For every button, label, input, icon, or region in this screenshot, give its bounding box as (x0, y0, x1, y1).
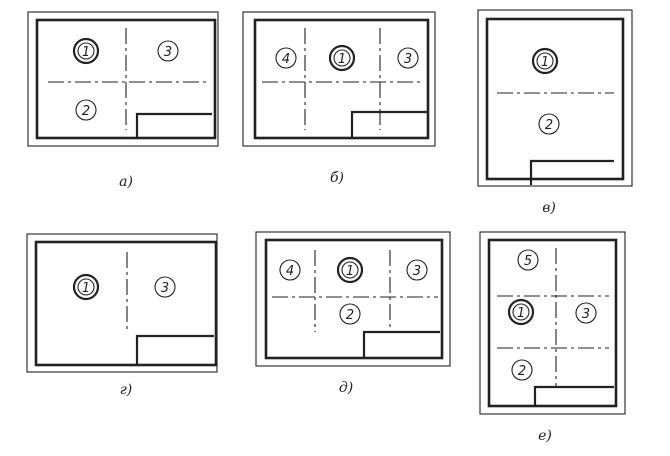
zone-ring-outer (336, 256, 364, 284)
sheet-outer-border (27, 11, 219, 147)
panel-d: 4 1 3 2 д) (255, 231, 451, 396)
zone-ring-inner (77, 278, 95, 296)
zone-ring (154, 276, 176, 298)
panel-v: 1 2 в) (477, 9, 633, 216)
panel-e: 5 1 3 2 е) (479, 231, 626, 444)
zone-number: 2 (82, 104, 90, 119)
sheet-outer-border (477, 9, 633, 187)
zone-number: 5 (524, 254, 532, 269)
zone-ring-outer (72, 273, 100, 301)
zone-marker: 4 (279, 259, 301, 281)
zone-number: 1 (517, 306, 525, 321)
zone-ring-inner (512, 303, 530, 321)
zone-number: 4 (286, 264, 294, 279)
zone-number: 1 (338, 52, 346, 67)
zone-ring-outer (531, 47, 559, 75)
sheet-outer-border (242, 11, 436, 147)
zone-marker: 3 (157, 40, 179, 62)
zone-ring (517, 249, 539, 271)
sheet-frame (487, 238, 618, 408)
zone-ring-outer (328, 44, 356, 72)
zone-number: 4 (282, 52, 290, 67)
panel-caption: а) (119, 174, 133, 190)
zone-marker: 3 (406, 259, 428, 281)
zone-number: 1 (82, 45, 90, 60)
zone-marker: 2 (339, 303, 361, 325)
panel-g: 1 3 г) (26, 233, 218, 398)
zone-marker: 3 (575, 302, 597, 324)
title-block (533, 385, 614, 405)
zone-marker: 2 (538, 113, 560, 135)
zone-number: 3 (413, 264, 421, 279)
panel-caption: г) (120, 382, 133, 398)
primary-zone-marker: 1 (336, 256, 364, 284)
zone-number: 3 (582, 307, 590, 322)
panels-layer: 1 3 2 а) 4 1 3 б) 1 2 в) 1 3 г) 4 1 3 2 д) 5 1 3 2 е) (26, 9, 633, 444)
zone-ring (511, 359, 533, 381)
zone-marker: 2 (511, 359, 533, 381)
primary-zone-marker: 1 (328, 44, 356, 72)
zone-number: 2 (545, 118, 553, 133)
zone-number: 2 (518, 364, 526, 379)
zone-number: 1 (541, 55, 549, 70)
zone-number: 1 (82, 281, 90, 296)
zone-marker: 3 (397, 47, 419, 69)
sheet-frame (34, 240, 218, 367)
zone-ring (279, 259, 301, 281)
zone-number: 2 (346, 308, 354, 323)
sheet-frame (253, 18, 430, 140)
panel-caption: д) (339, 380, 353, 396)
title-block (362, 330, 440, 357)
panel-caption: в) (542, 200, 556, 216)
title-block (135, 334, 214, 364)
zone-number: 3 (404, 52, 412, 67)
zone-ring (75, 99, 97, 121)
title-block (529, 159, 614, 185)
sheet-outer-border (255, 231, 451, 367)
zone-marker: 2 (75, 99, 97, 121)
zone-ring (157, 40, 179, 62)
title-block (350, 110, 427, 138)
zone-ring-inner (341, 261, 359, 279)
sheet-frame (35, 18, 217, 140)
panel-caption: е) (538, 428, 552, 444)
zone-ring-inner (77, 42, 95, 60)
zone-ring-outer (507, 298, 535, 326)
zone-number: 3 (164, 45, 172, 60)
zone-ring (406, 259, 428, 281)
zone-ring-inner (536, 52, 554, 70)
primary-zone-marker: 1 (531, 47, 559, 75)
zone-ring-inner (333, 49, 351, 67)
sheet-outer-border (479, 231, 626, 415)
sheet-frame (485, 17, 625, 181)
primary-zone-marker: 1 (72, 273, 100, 301)
zone-ring-outer (72, 37, 100, 65)
primary-zone-marker: 1 (507, 298, 535, 326)
zone-ring (339, 303, 361, 325)
sheet-outer-border (26, 233, 218, 373)
zone-number: 1 (346, 264, 354, 279)
primary-zone-marker: 1 (72, 37, 100, 65)
zone-marker: 4 (275, 47, 297, 69)
zone-ring (397, 47, 419, 69)
title-block (135, 112, 212, 138)
sheet-frame (264, 238, 444, 360)
panel-b: 4 1 3 б) (242, 11, 436, 186)
zone-ring (275, 47, 297, 69)
zone-marker: 5 (517, 249, 539, 271)
zone-marker: 3 (154, 276, 176, 298)
zone-ring (538, 113, 560, 135)
zone-ring (575, 302, 597, 324)
zone-number: 3 (161, 281, 169, 296)
panel-caption: б) (330, 170, 344, 186)
panel-a: 1 3 2 а) (27, 11, 219, 190)
